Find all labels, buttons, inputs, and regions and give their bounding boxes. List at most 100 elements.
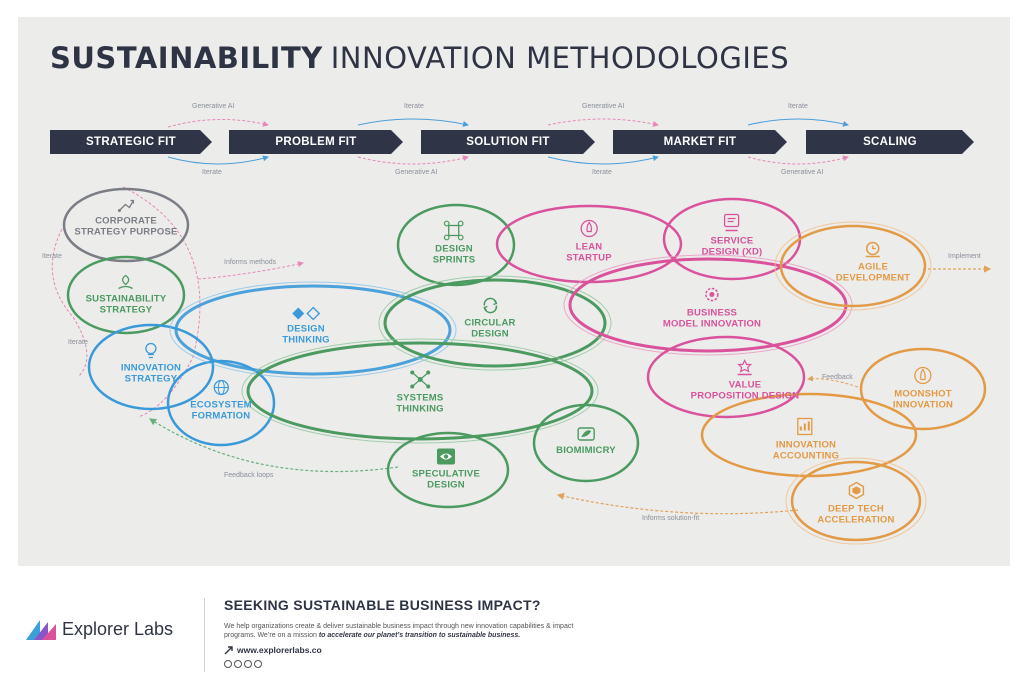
logo-text: Explorer Labs bbox=[62, 618, 174, 639]
method-deep-tech-acceleration: DEEP TECH ACCELERATION bbox=[817, 481, 894, 526]
cta-body-emphasis: to accelerate our planet’s transition to… bbox=[318, 632, 521, 639]
label-iterate-3: Iterate bbox=[592, 169, 612, 176]
title-bold: SUSTAINABILITY bbox=[50, 41, 323, 75]
ellipse-sustainability-strategy bbox=[66, 255, 186, 335]
method-business-model-innovation: BUSINESS MODEL INNOVATION bbox=[663, 285, 761, 330]
ellipse-corporate-strategy bbox=[62, 187, 190, 263]
method-systems-thinking: SYSTEMS THINKING bbox=[396, 370, 444, 415]
social-icons bbox=[224, 660, 262, 668]
footer-divider bbox=[204, 598, 205, 672]
connector-generative-ai-4 bbox=[747, 155, 849, 165]
ellipse-speculative-design bbox=[386, 431, 510, 509]
ellipse-systems-thinking-halo bbox=[241, 338, 599, 444]
method-label: LEAN STARTUP bbox=[566, 241, 612, 264]
explorer-labs-logo[interactable]: Explorer Labs bbox=[26, 618, 173, 640]
connector-feedback bbox=[807, 375, 859, 388]
method-label: SPECULATIVE DESIGN bbox=[411, 468, 481, 491]
label-iterate-side-1: Iterate bbox=[42, 253, 62, 260]
ellipse-circular-design bbox=[383, 278, 607, 368]
connector-generative-ai-2 bbox=[357, 155, 469, 165]
website-link[interactable]: www.explorerlabs.co bbox=[224, 645, 322, 655]
connector-iterate-4 bbox=[747, 118, 849, 127]
method-design-thinking: DESIGN THINKING bbox=[282, 306, 330, 346]
method-label: MOONSHOT INNOVATION bbox=[892, 388, 954, 411]
hand-leaf-icon bbox=[118, 274, 134, 290]
noncommercial-icon bbox=[244, 660, 252, 668]
value-icon bbox=[737, 359, 753, 376]
label-iterate-side-2: Iterate bbox=[68, 339, 88, 346]
ellipse-agile-development bbox=[779, 224, 927, 308]
attribution-icon bbox=[234, 660, 242, 668]
method-label: CORPORATE STRATEGY PURPOSE bbox=[74, 215, 178, 238]
ellipse-biomimicry bbox=[532, 403, 640, 483]
method-label: BIOMIMICRY bbox=[556, 445, 616, 456]
connector-generative-ai-3 bbox=[547, 118, 659, 127]
label-iterate-2: Iterate bbox=[404, 103, 424, 110]
lightbulb-icon bbox=[145, 342, 157, 359]
strategy-icon bbox=[117, 199, 134, 212]
connector-generative-ai-1 bbox=[167, 118, 269, 128]
label-generative-ai-3: Generative AI bbox=[582, 103, 625, 110]
cta-body: We help organizations create & deliver s… bbox=[224, 622, 594, 640]
method-service-design: SERVICE DESIGN (XD) bbox=[702, 213, 763, 258]
ellipse-moonshot bbox=[859, 347, 987, 431]
method-biomimicry: BIOMIMICRY bbox=[556, 426, 616, 456]
method-label: DESIGN SPRINTS bbox=[432, 243, 476, 266]
connector-informs-solution-fit bbox=[556, 492, 799, 515]
method-moonshot-innovation: MOONSHOT INNOVATION bbox=[893, 366, 953, 411]
website-link-text: www.explorerlabs.co bbox=[237, 645, 322, 655]
ellipse-agile-halo bbox=[774, 221, 932, 311]
method-circular-design: CIRCULAR DESIGN bbox=[464, 297, 515, 340]
sprint-icon bbox=[444, 220, 464, 241]
connector-iterate-3 bbox=[547, 155, 659, 165]
stage-problem-fit: PROBLEM FIT bbox=[229, 130, 403, 154]
label-feedback-loops: Feedback loops bbox=[224, 472, 274, 479]
method-value-proposition-design: VALUE PROPOSITION DESIGN bbox=[691, 359, 800, 402]
label-implement: Implement bbox=[948, 253, 981, 260]
ellipse-value-proposition bbox=[646, 335, 806, 419]
diagram-connectors bbox=[51, 118, 992, 545]
method-corporate-strategy: CORPORATE STRATEGY PURPOSE bbox=[74, 199, 177, 238]
method-label: INNOVATION STRATEGY bbox=[120, 362, 182, 385]
diamonds-icon bbox=[291, 306, 320, 321]
connector-iterate-1 bbox=[167, 155, 269, 165]
method-label: DEEP TECH ACCELERATION bbox=[817, 503, 895, 526]
method-label: SYSTEMS THINKING bbox=[396, 392, 444, 415]
method-label: ECOSYSTEM FORMATION bbox=[190, 399, 252, 422]
stage-strategic-fit: STRATEGIC FIT bbox=[50, 130, 212, 154]
ellipse-design-thinking-halo bbox=[169, 281, 457, 379]
sharealike-icon bbox=[254, 660, 262, 668]
label-iterate-1: Iterate bbox=[202, 169, 222, 176]
ellipse-innovation-strategy bbox=[87, 323, 215, 411]
method-label: SUSTAINABILITY STRATEGY bbox=[85, 293, 167, 316]
method-label: DESIGN THINKING bbox=[282, 323, 330, 346]
cta-body-text: We help organizations create & deliver s… bbox=[224, 623, 574, 639]
ellipse-deep-tech-halo bbox=[785, 457, 927, 545]
method-label: AGILE DEVELOPMENT bbox=[835, 261, 911, 284]
ellipse-ecosystem-formation bbox=[166, 359, 276, 447]
method-speculative-design: SPECULATIVE DESIGN bbox=[412, 448, 480, 491]
rocket-icon bbox=[580, 219, 598, 238]
connector-informs-methods bbox=[197, 261, 304, 280]
leaf-icon bbox=[577, 427, 595, 441]
ellipse-circular-design-halo bbox=[378, 275, 612, 371]
explorer-labs-logo-icon bbox=[26, 620, 56, 640]
globe-icon bbox=[213, 379, 229, 396]
method-innovation-accounting: INNOVATION ACCOUNTING bbox=[773, 417, 839, 462]
method-label: CIRCULAR DESIGN bbox=[464, 317, 516, 340]
method-innovation-strategy: INNOVATION STRATEGY bbox=[121, 342, 181, 385]
method-ecosystem-formation: ECOSYSTEM FORMATION bbox=[190, 379, 252, 422]
connector-iterate-side bbox=[51, 228, 88, 378]
network-icon bbox=[409, 370, 430, 389]
creative-commons-icon bbox=[224, 660, 232, 668]
ellipse-deep-tech bbox=[790, 460, 922, 542]
ellipse-design-thinking bbox=[174, 284, 452, 376]
ellipse-design-sprints bbox=[396, 203, 516, 287]
label-generative-ai-2: Generative AI bbox=[395, 169, 438, 176]
stage-solution-fit: SOLUTION FIT bbox=[421, 130, 595, 154]
ledger-icon bbox=[797, 417, 813, 436]
recycle-icon bbox=[482, 297, 498, 314]
chip-icon bbox=[848, 481, 864, 500]
method-label: SERVICE DESIGN (XD) bbox=[701, 235, 763, 258]
method-sustainability-strategy: SUSTAINABILITY STRATEGY bbox=[85, 274, 167, 316]
